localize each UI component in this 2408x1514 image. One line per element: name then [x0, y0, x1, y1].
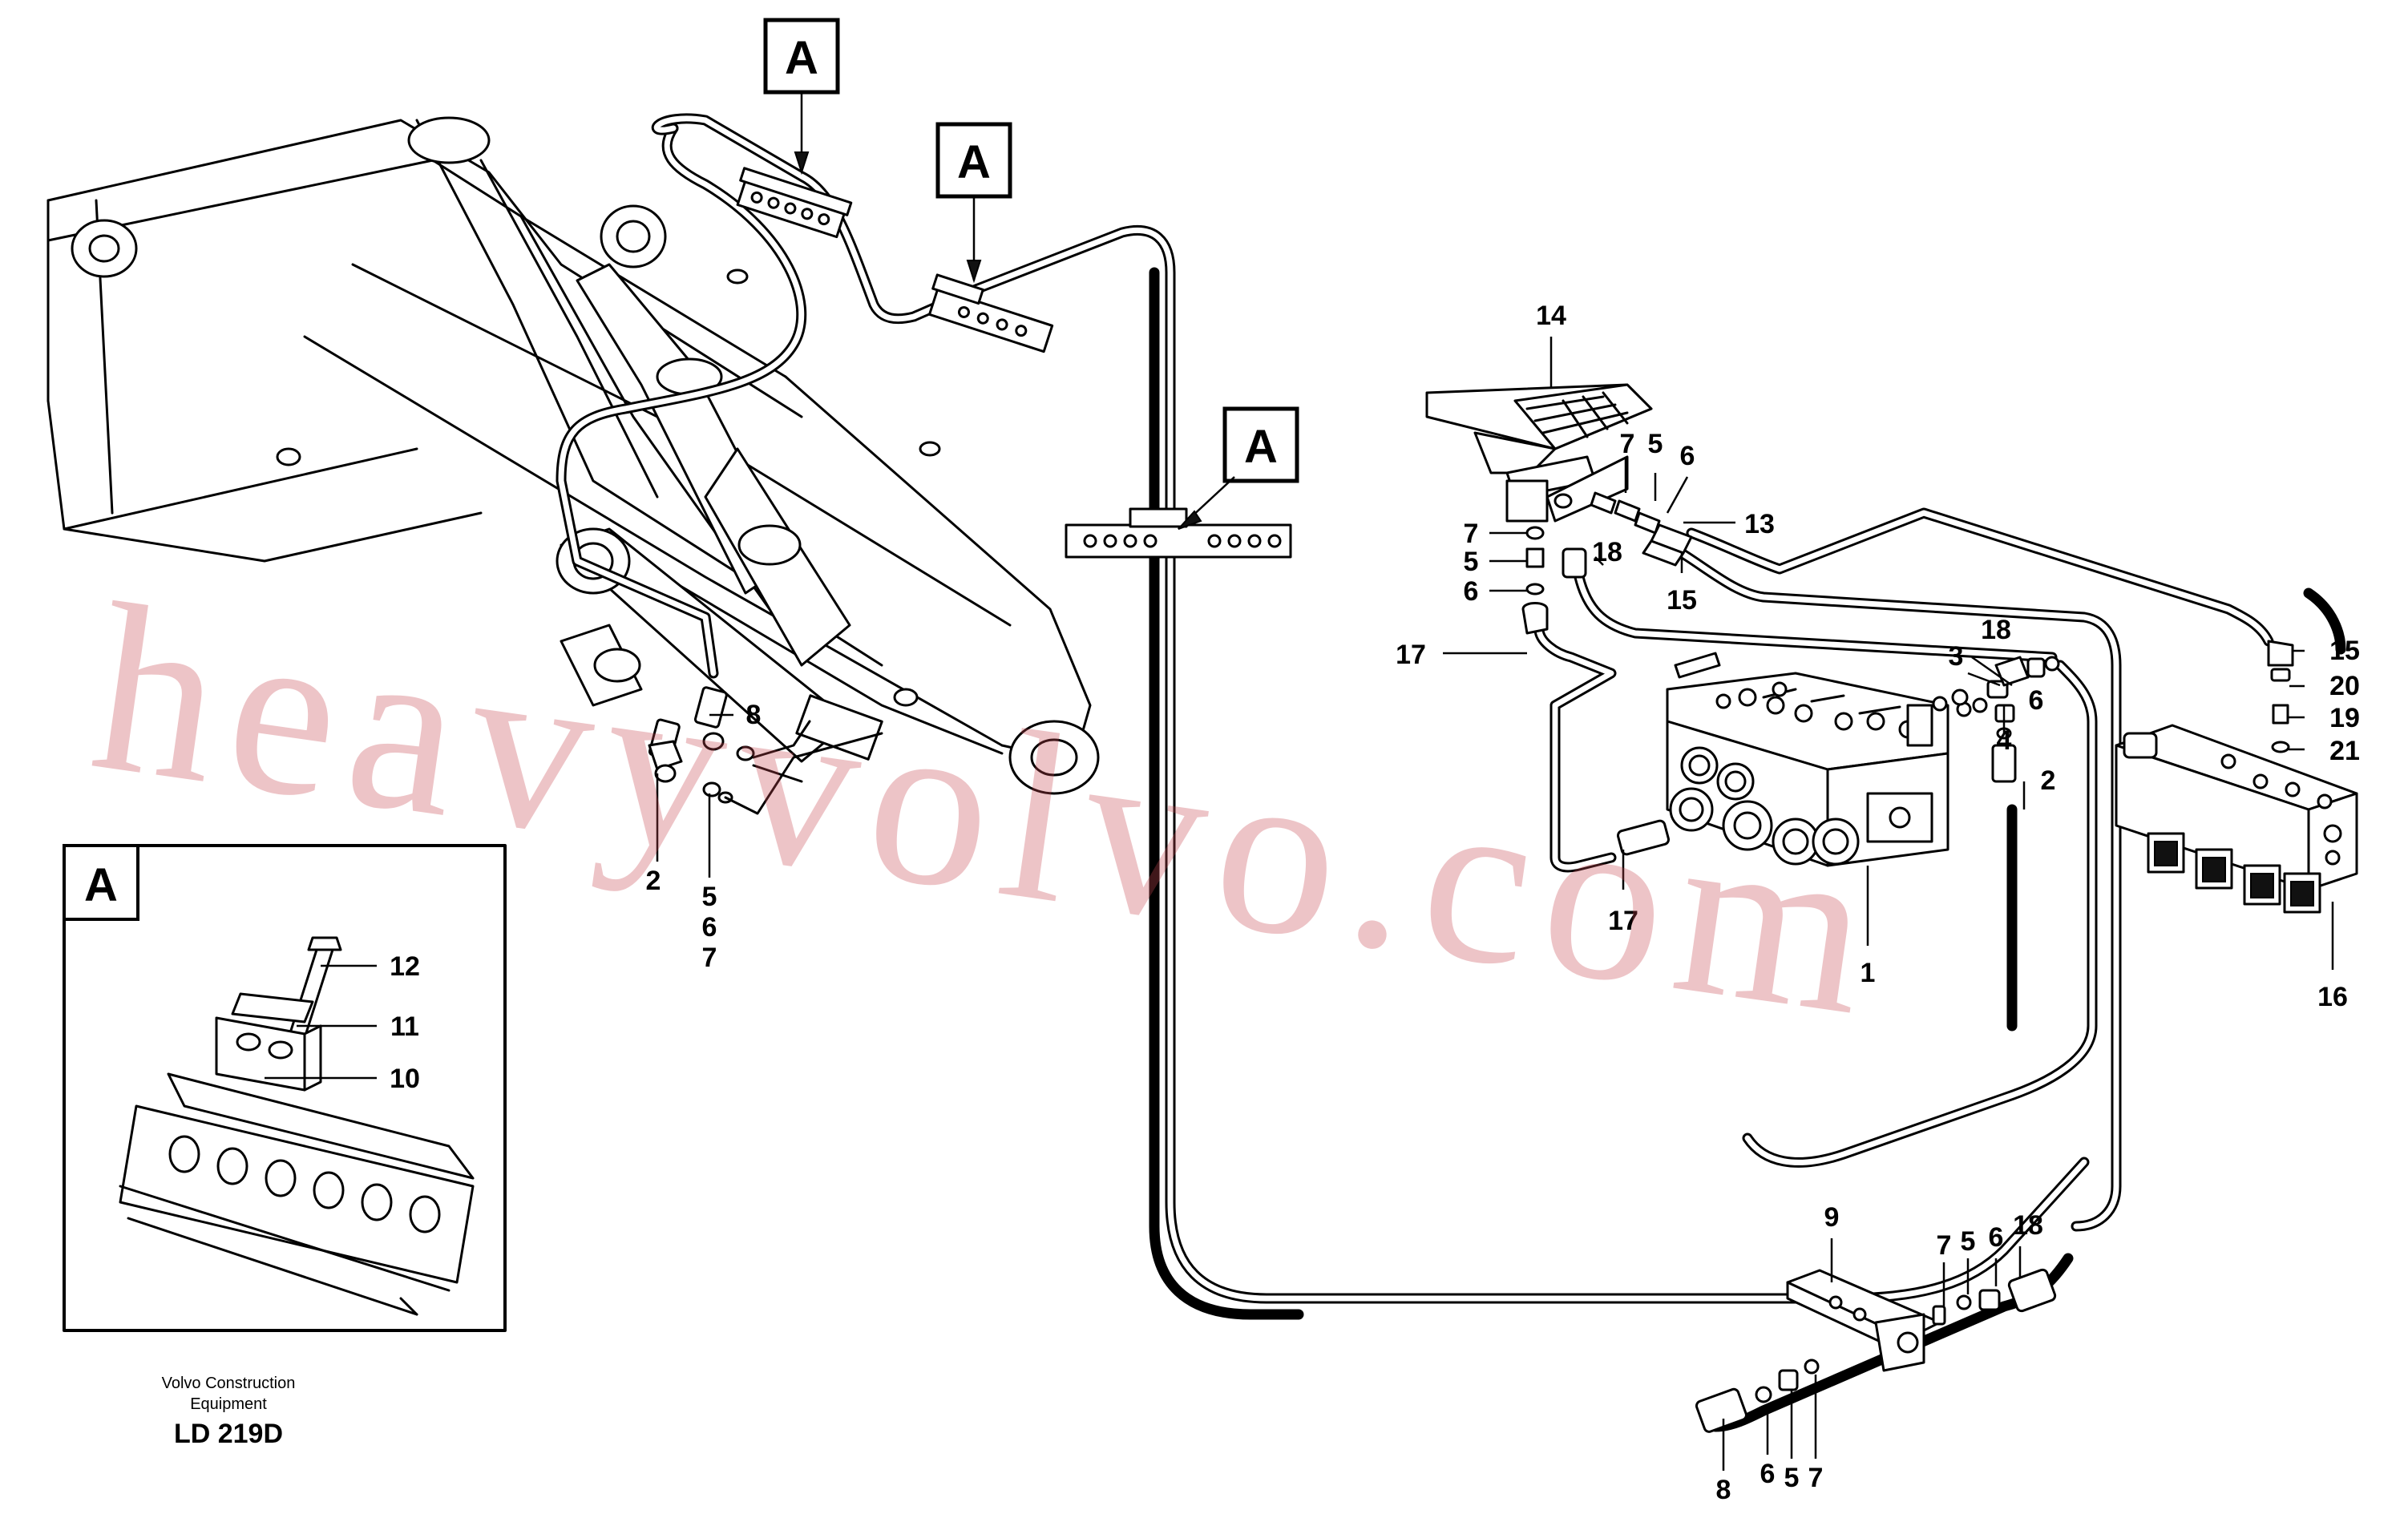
- callout-20: 20: [2329, 671, 2360, 701]
- callout-11: 11: [390, 1011, 419, 1042]
- view-marker-a-2: A: [935, 122, 1012, 284]
- credit-line-1: Volvo Construction: [162, 1375, 296, 1392]
- callout-7a: 7: [1620, 429, 1635, 459]
- callout-19: 19: [2329, 703, 2360, 733]
- credit-line-2: Equipment: [190, 1395, 267, 1413]
- callout-14: 14: [1536, 301, 1566, 331]
- view-markers: A A A: [763, 18, 1299, 530]
- foot-pedal: [1425, 383, 1653, 523]
- clamp-lower: [1065, 507, 1292, 559]
- callout-5a: 5: [1648, 429, 1663, 459]
- bottom-bracket: [1695, 1268, 2057, 1433]
- callout-6e: 6: [1989, 1222, 2004, 1253]
- callout-15a: 15: [1667, 585, 1697, 616]
- view-marker-a-1-label: A: [785, 32, 818, 84]
- callout-15b: 15: [2329, 636, 2360, 666]
- callout-17a: 17: [1396, 640, 1426, 670]
- callout-5c: 5: [702, 882, 717, 912]
- callout-16: 16: [2317, 982, 2348, 1012]
- tee-fitting: [1932, 656, 2060, 783]
- callout-21: 21: [2329, 736, 2360, 766]
- callout-7b: 7: [1464, 519, 1479, 549]
- callout-7c: 7: [702, 943, 717, 973]
- boom-structure: [46, 116, 1100, 795]
- callout-6b: 6: [1464, 576, 1479, 607]
- drawing-code: LD 219D: [174, 1419, 283, 1449]
- callout-9: 9: [1824, 1202, 1840, 1233]
- callout-12: 12: [390, 951, 420, 982]
- detail-a-label: A: [84, 859, 118, 911]
- hose-clamps: [736, 167, 1292, 559]
- callout-2b: 2: [646, 866, 661, 896]
- callout-5e: 5: [1784, 1463, 1800, 1493]
- view-marker-a-1: A: [763, 18, 840, 176]
- hydraulic-hoses: [556, 113, 2346, 1432]
- callout-18a: 18: [1592, 537, 1622, 567]
- callout-6c: 6: [2029, 685, 2044, 716]
- view-marker-a-2-label: A: [957, 136, 991, 188]
- callout-13: 13: [1744, 509, 1775, 539]
- callout-18c: 18: [2013, 1210, 2043, 1241]
- callout-10: 10: [390, 1064, 420, 1094]
- callout-6f: 6: [1760, 1459, 1776, 1489]
- control-valve: [1616, 652, 1988, 867]
- callout-1: 1: [1861, 958, 1876, 988]
- callout-2a: 2: [2041, 765, 2056, 796]
- view-marker-a-3-label: A: [1244, 421, 1278, 473]
- callout-18b: 18: [1981, 615, 2011, 645]
- callout-3: 3: [1949, 641, 1964, 672]
- clamp-upper: [736, 167, 853, 239]
- clamp-middle: [927, 273, 1054, 353]
- callout-labels: 14 7 5 6 13 7 5 6 18 15 17 18 3 6 4 2 17…: [390, 301, 2360, 1505]
- callout-8a: 8: [746, 700, 762, 730]
- callout-17b: 17: [1608, 906, 1638, 936]
- callout-7e: 7: [1808, 1463, 1824, 1493]
- callout-7d: 7: [1937, 1230, 1952, 1261]
- callout-8b: 8: [1716, 1475, 1731, 1505]
- detail-a-inset: A: [63, 844, 507, 1332]
- leader-lines: [265, 337, 2334, 1471]
- solenoid-coils: [2147, 832, 2321, 914]
- pedal-fittings: [1521, 491, 1693, 635]
- callout-4: 4: [1997, 725, 2012, 756]
- solenoid-valve-block: [2115, 640, 2358, 914]
- drawing-credit: Volvo Construction Equipment LD 219D: [162, 1375, 296, 1449]
- callout-6d: 6: [702, 912, 717, 943]
- callout-5b: 5: [1464, 547, 1479, 577]
- callout-6a: 6: [1680, 441, 1695, 471]
- cylinder-fittings: [648, 686, 883, 815]
- view-marker-a-3: A: [1178, 406, 1299, 530]
- callout-5d: 5: [1961, 1226, 1976, 1257]
